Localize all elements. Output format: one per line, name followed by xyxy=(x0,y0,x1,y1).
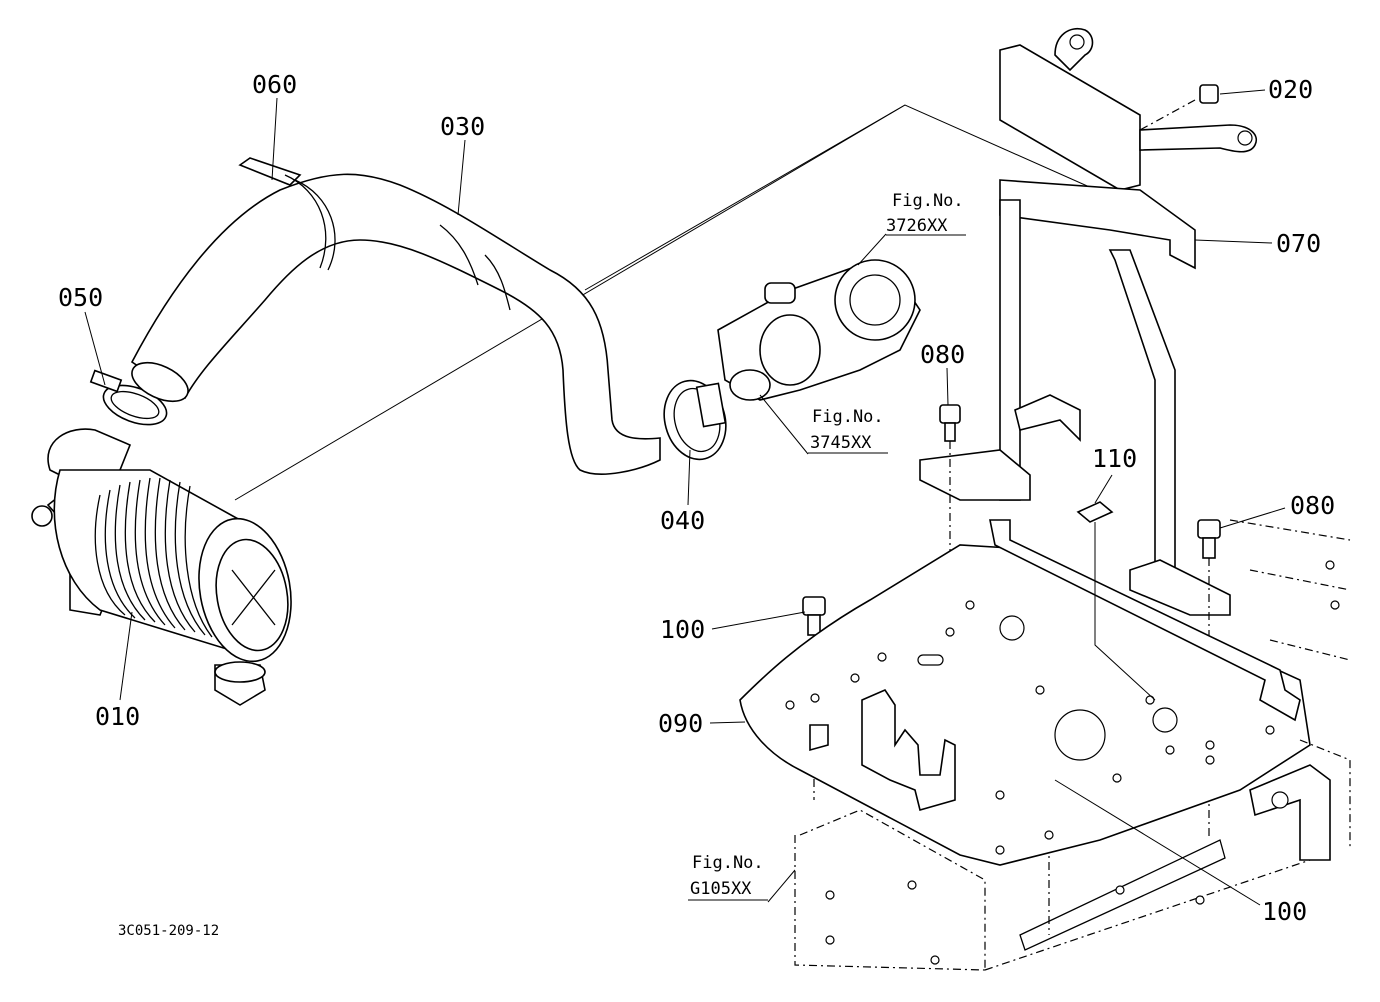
cable-tie xyxy=(238,157,336,271)
callout-080-b: 080 xyxy=(1290,491,1335,520)
callout-080-a: 080 xyxy=(920,340,965,369)
label-sticker-110 xyxy=(1076,501,1156,701)
figref-3745xx: Fig.No. 3745XX xyxy=(808,407,888,454)
bolt-100-a xyxy=(802,596,826,800)
svg-text:G105XX: G105XX xyxy=(690,879,752,899)
callout-110: 110 xyxy=(1092,444,1137,473)
callout-070: 070 xyxy=(1276,229,1321,258)
callout-010: 010 xyxy=(95,702,140,731)
air-cleaner xyxy=(31,428,292,706)
hose-clamp-040 xyxy=(663,379,727,461)
mounting-bracket xyxy=(919,28,1257,616)
reference-plane-lines xyxy=(234,104,1131,501)
turbocharger xyxy=(717,259,921,401)
callout-090: 090 xyxy=(658,709,703,738)
callout-060: 060 xyxy=(252,70,297,99)
leader-lines xyxy=(84,89,1286,906)
callout-100-a: 100 xyxy=(660,615,705,644)
svg-text:3726XX: 3726XX xyxy=(886,216,948,236)
machine-frame xyxy=(794,519,1351,971)
svg-text:Fig.No.: Fig.No. xyxy=(892,191,964,211)
callout-040: 040 xyxy=(660,506,705,535)
intake-hose xyxy=(130,173,661,475)
figref-g105xx: Fig.No. G105XX xyxy=(688,853,768,901)
callout-050: 050 xyxy=(58,283,103,312)
drawing-code: 3C051-209-12 xyxy=(118,923,219,939)
plate-holes xyxy=(785,600,1275,855)
air-cleaner-ribs xyxy=(94,477,213,638)
base-plate xyxy=(739,519,1311,866)
svg-text:3745XX: 3745XX xyxy=(810,433,872,453)
figure-references: Fig.No. 3726XX Fig.No. 3745XX Fig.No. G1… xyxy=(688,191,966,901)
callout-030: 030 xyxy=(440,112,485,141)
callout-100-b: 100 xyxy=(1262,897,1307,926)
callout-020: 020 xyxy=(1268,75,1313,104)
bolt-020 xyxy=(1139,84,1219,131)
figref-3726xx: Fig.No. 3726XX xyxy=(886,191,966,236)
svg-text:Fig.No.: Fig.No. xyxy=(692,853,764,873)
svg-text:Fig.No.: Fig.No. xyxy=(812,407,884,427)
part-callouts: 060 030 050 010 020 070 080 080 110 100 … xyxy=(58,70,1335,926)
